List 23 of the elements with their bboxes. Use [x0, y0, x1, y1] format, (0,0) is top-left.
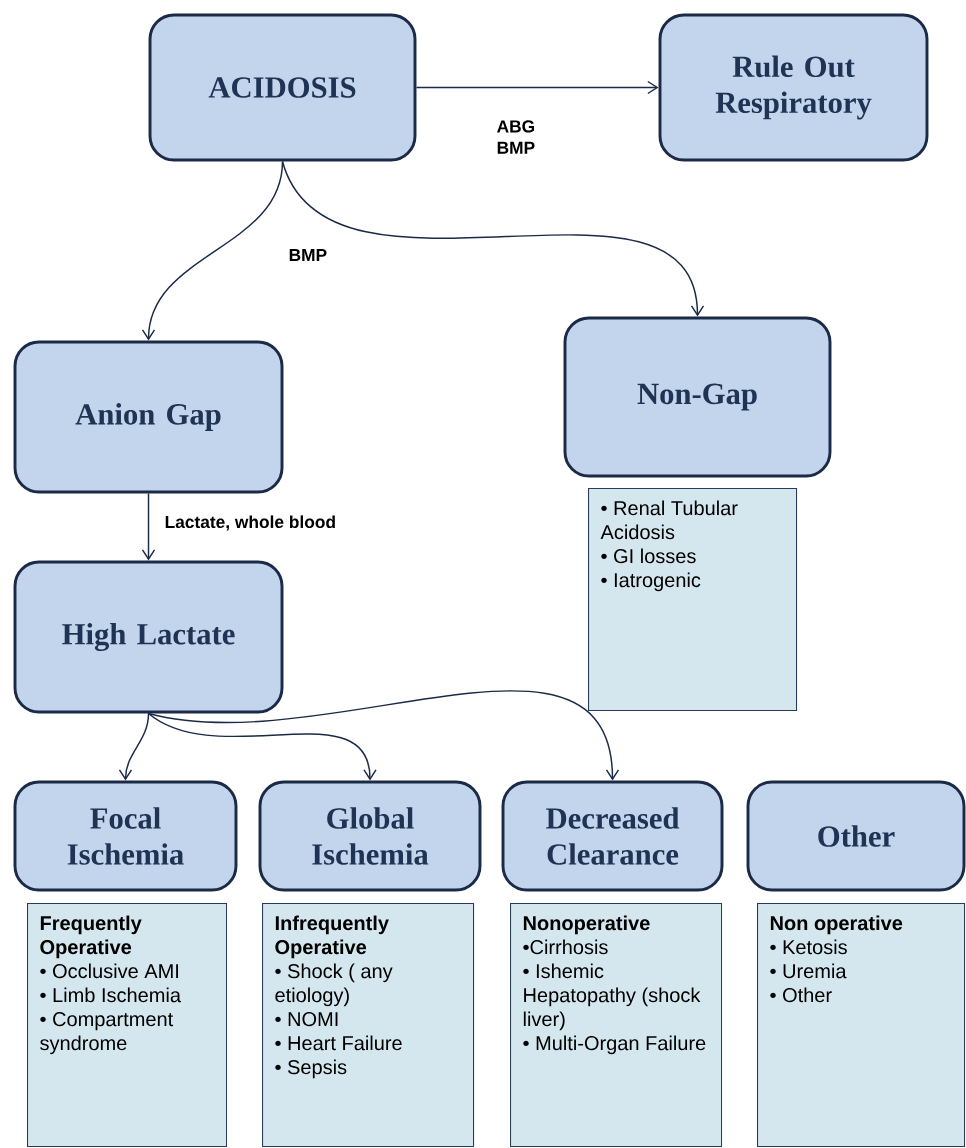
process-box: Global Ischemia — [258, 780, 482, 892]
arrow — [281, 160, 705, 317]
process-box: Other — [746, 780, 966, 892]
process-box: High Lactate — [13, 560, 284, 714]
note-box: • Renal Tubular Acidosis • GI losses • Iatrogenic — [588, 488, 798, 712]
arrow — [415, 80, 659, 95]
arrow — [118, 712, 150, 781]
process-box: Focal Ischemia — [13, 780, 238, 892]
edge-label: Lactate, whole blood — [163, 514, 338, 532]
process-box: Anion Gap — [13, 340, 284, 494]
process-box: Rule Out Respiratory — [658, 13, 929, 162]
note-box: Non operative • Ketosis • Uremia • Other — [757, 903, 966, 1148]
note-box: Frequently Operative • Occlusive AMI • Limb Ischemia • Compartment syndrome — [27, 903, 228, 1148]
process-box: Non-Gap — [563, 316, 832, 478]
process-box: ACIDOSIS — [148, 13, 417, 162]
note-box: Infrequently Operative • Shock ( any etiology) • NOMI • Heart Failure • Sepsis — [262, 903, 475, 1148]
arrow — [147, 712, 377, 781]
process-box: Decreased Clearance — [501, 780, 724, 892]
edge-label: BMP — [287, 247, 329, 263]
edge-label: ABG BMP — [495, 118, 543, 156]
arrow — [141, 492, 156, 561]
note-box: Nonoperative •Cirrhosis • Ishemic Hepatopathy (shock liver) • Multi-Organ Failure — [510, 903, 723, 1148]
arrow — [147, 690, 620, 781]
